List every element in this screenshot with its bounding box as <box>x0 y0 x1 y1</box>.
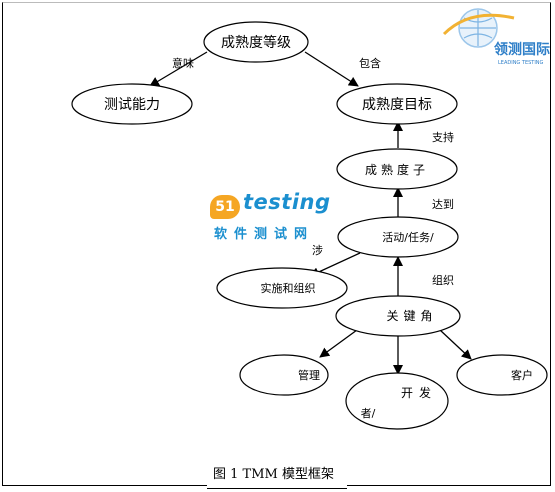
edge-label-involves: 涉 <box>312 243 323 257</box>
node-maturity-levels: 成熟度等级 <box>203 21 309 63</box>
node-maturity-goals: 成熟度目标 <box>336 83 458 125</box>
node-label: 成熟度子 <box>365 162 429 177</box>
node-implement-organize: 实施和组织 <box>216 267 348 309</box>
edge-roles-to-customer <box>439 329 472 360</box>
node-developer: 开发 者/ <box>345 372 449 430</box>
node-label: 客户 <box>511 368 533 382</box>
node-maturity-subgoals: 成熟度子 <box>336 148 458 190</box>
node-label: 测试能力 <box>104 97 160 113</box>
edge-levels-to-capability <box>149 51 208 87</box>
node-label: 者/ <box>361 407 376 420</box>
node-label: 关键角 <box>386 309 437 323</box>
leading-testing-logo: 领测国际 LEADING TESTING <box>442 8 550 66</box>
node-label: 成熟度等级 <box>221 34 291 51</box>
node-customer: 客户 <box>456 354 548 396</box>
node-key-roles: 关键角 <box>335 295 461 337</box>
node-label: 实施和组织 <box>261 281 316 295</box>
node-label: 开发 <box>401 385 437 400</box>
edge-label-implies: 意味 <box>172 56 194 70</box>
edge-levels-to-goals <box>304 51 359 87</box>
logo-testing-text: testing <box>243 190 331 214</box>
node-test-capability: 测试能力 <box>71 83 193 125</box>
node-label: 成熟度目标 <box>362 97 432 113</box>
edge-roles-to-management <box>319 329 358 358</box>
logo-51-badge: 51 <box>210 195 240 219</box>
logo-cn-text: 软件测试网 <box>214 227 315 242</box>
node-management: 管理 <box>239 354 329 396</box>
node-label: 管理 <box>298 368 320 382</box>
edge-label-achieves: 达到 <box>432 198 454 211</box>
figure-caption: 图 1 TMM 模型框架 <box>213 467 334 482</box>
node-label: 活动/任务/ <box>382 231 434 244</box>
caption-box <box>207 460 347 489</box>
edge-label-organizes: 组织 <box>432 273 454 287</box>
leading-testing-subtext: LEADING TESTING <box>498 60 544 66</box>
node-activities-tasks: 活动/任务/ <box>337 216 459 258</box>
edge-label-supports: 支持 <box>432 130 454 144</box>
edge-label-contains: 包含 <box>359 56 381 70</box>
leading-testing-text: 领测国际 <box>494 41 550 58</box>
